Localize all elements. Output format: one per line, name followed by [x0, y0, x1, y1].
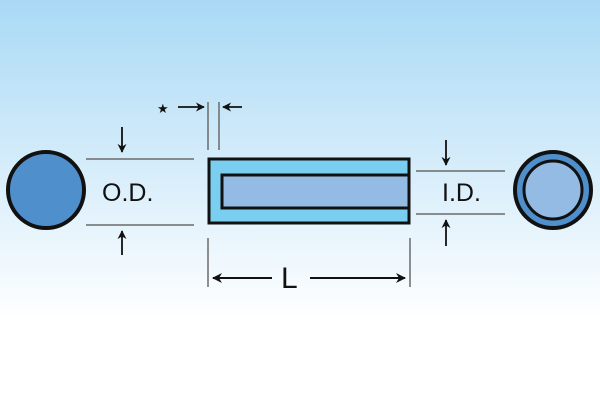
tube-bore: [220, 173, 411, 210]
solid-rod-end-view: [6, 150, 86, 230]
length-dimension: [207, 238, 411, 287]
wall-star-marker: ★: [157, 102, 169, 117]
tube-end-view-bore: [522, 159, 584, 221]
od-label: O.D.: [102, 179, 153, 207]
id-label: I.D.: [442, 179, 481, 207]
wall-thickness-dimension: [207, 102, 220, 150]
outer-diameter-dimension: [86, 158, 194, 226]
inner-diameter-dimension: [416, 170, 505, 215]
length-label: L: [281, 262, 298, 295]
